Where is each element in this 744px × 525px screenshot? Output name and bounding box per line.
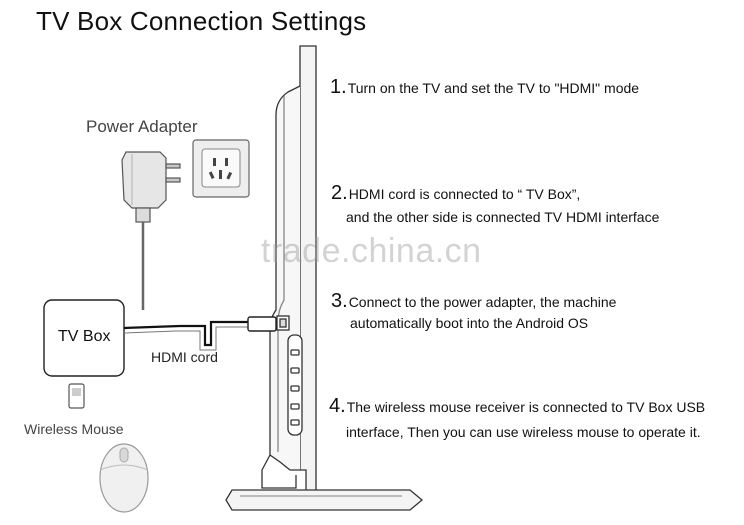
usb-receiver-icon xyxy=(68,383,85,409)
step-number: 4. xyxy=(329,395,346,417)
watermark: trade.china.cn xyxy=(261,232,482,270)
step-1: 1.Turn on the TV and set the TV to "HDMI… xyxy=(330,76,639,99)
power-adapter-icon xyxy=(121,151,181,223)
hdmi-cord-label: HDMI cord xyxy=(151,349,218,365)
page-title: TV Box Connection Settings xyxy=(36,6,367,36)
power-adapter-label: Power Adapter xyxy=(86,117,198,136)
tv-box-label: TV Box xyxy=(58,328,111,345)
step-4: 4.The wireless mouse receiver is connect… xyxy=(329,395,705,440)
step-text-line2: interface, Then you can use wireless mou… xyxy=(346,424,701,440)
step-2: 2.HDMI cord is connected to “ TV Box”, a… xyxy=(331,182,659,225)
hdmi-cord xyxy=(123,316,277,351)
step-text: Connect to the power adapter, the machin… xyxy=(348,294,617,310)
step-3: 3.Connect to the power adapter, the mach… xyxy=(331,290,616,331)
step-number: 3. xyxy=(331,290,348,312)
step-text-line2: and the other side is connected TV HDMI … xyxy=(346,209,660,225)
step-number: 1. xyxy=(330,76,347,98)
mouse-icon xyxy=(99,443,149,513)
step-text: Turn on the TV and set the TV to "HDMI" … xyxy=(347,80,640,96)
wireless-mouse-label: Wireless Mouse xyxy=(24,421,124,437)
wall-socket-icon xyxy=(192,139,250,198)
step-text: HDMI cord is connected to “ TV Box”, xyxy=(348,186,581,202)
step-number: 2. xyxy=(331,182,348,204)
step-text-line2: automatically boot into the Android OS xyxy=(350,315,589,331)
tv-box-icon xyxy=(43,299,125,377)
tv-side-view-icon xyxy=(225,45,424,511)
step-text: The wireless mouse receiver is connected… xyxy=(346,399,706,415)
